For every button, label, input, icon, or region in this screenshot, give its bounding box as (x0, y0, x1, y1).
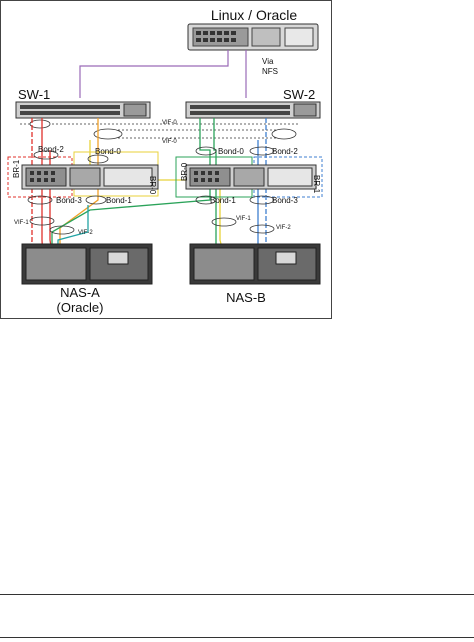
vif0-links (20, 123, 300, 139)
server-uplinks (79, 50, 247, 98)
nas-a-label: NAS-A (60, 285, 100, 300)
left-bond1-label: Bond-1 (106, 196, 132, 205)
server-label: Linux / Oracle (211, 7, 298, 23)
right-br0-label: BR-0 (180, 162, 189, 181)
right-filer-group (175, 156, 323, 198)
via-label: Via (262, 57, 274, 66)
right-bond0-label: Bond-0 (218, 147, 244, 156)
linux-oracle-server: Linux / Oracle (187, 7, 319, 51)
nas-a-shelf (21, 243, 153, 285)
nfs-label: NFS (262, 67, 278, 76)
vif0-label-b: VIF-0 (162, 139, 177, 145)
footer-rule-top (0, 594, 474, 595)
footer-rule-bottom (0, 637, 474, 638)
left-br1-box (7, 156, 73, 198)
left-bond2-label: Bond-2 (38, 145, 64, 154)
sw2-label: SW-2 (283, 87, 315, 102)
left-br1-label: BR-1 (12, 159, 21, 178)
nas-a-sublabel: (Oracle) (57, 300, 104, 315)
right-bond3-label: Bond-3 (272, 196, 298, 205)
right-bond1-label: Bond-1 (210, 196, 236, 205)
left-br0-label: BR-0 (148, 176, 157, 195)
left-bond-ellipses (27, 150, 109, 235)
right-br1-label: BR-1 (312, 175, 321, 194)
right-vif2-label: VIF-2 (276, 225, 291, 231)
switch-sw1 (15, 101, 151, 119)
nas-b-label: NAS-B (226, 290, 266, 305)
sw1-label: SW-1 (18, 87, 50, 102)
left-vif1-label: VIF-1 (14, 220, 29, 226)
vif0-ellipses (29, 119, 297, 140)
right-vif1-label: VIF-1 (236, 216, 251, 222)
switch-sw2 (185, 101, 321, 119)
nas-b-shelf (189, 243, 321, 285)
left-filer-group (7, 151, 159, 198)
left-bond0-label: Bond-0 (95, 147, 121, 156)
right-bond-ellipses (195, 146, 275, 234)
vif0-label-a: VIF-0 (162, 120, 177, 126)
right-bond2-label: Bond-2 (272, 147, 298, 156)
left-bond3-label: Bond-3 (56, 196, 82, 205)
left-vif2-label: VIF-2 (78, 230, 93, 236)
